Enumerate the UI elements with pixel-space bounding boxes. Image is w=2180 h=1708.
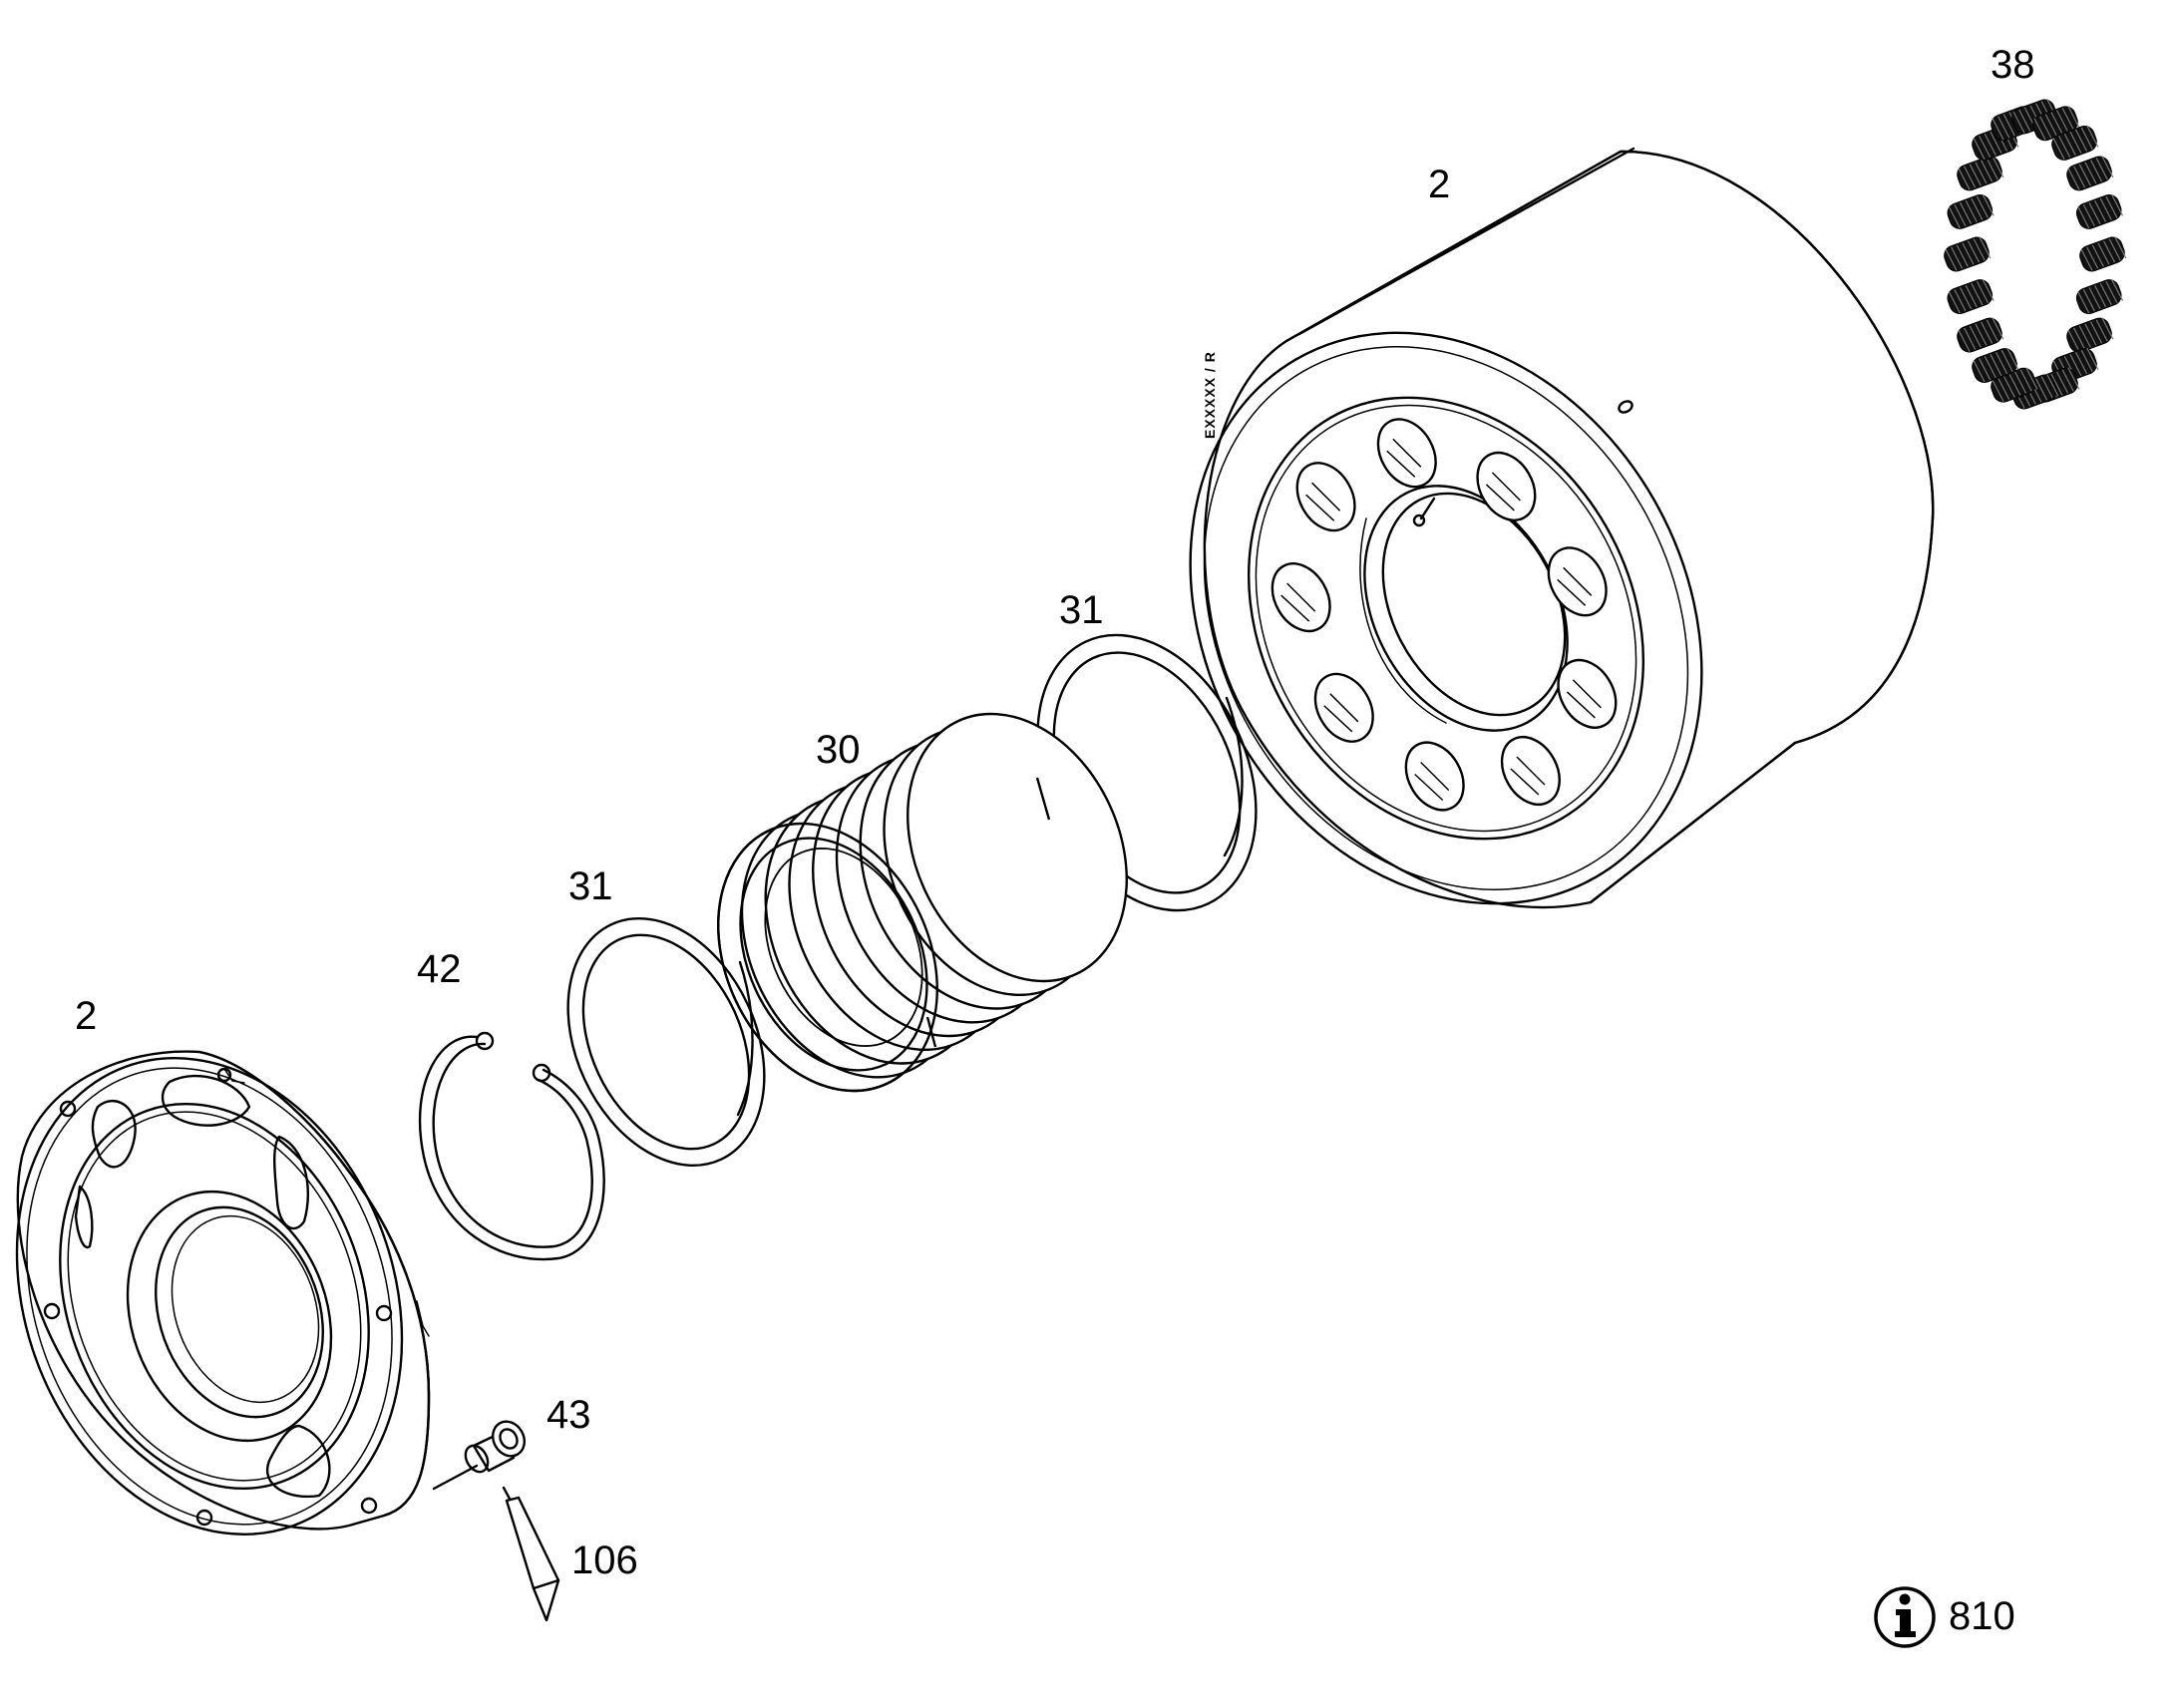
coil-spring: [2066, 317, 2114, 353]
part-31-washer-lower: [566, 916, 766, 1168]
part-stamp: EXXXXX / R: [1202, 351, 1218, 439]
piston-bore: [1547, 546, 1608, 617]
callout-106: 106: [571, 1538, 638, 1582]
piston-bore: [1404, 741, 1465, 812]
piston-bore: [1557, 658, 1618, 729]
part-2-port-plate: [15, 1050, 431, 1536]
info-value: 810: [1949, 1594, 2015, 1638]
coil-spring: [1957, 156, 2004, 191]
coil-spring: [1947, 193, 1995, 229]
callout-43: 43: [546, 1393, 591, 1437]
coil-spring: [1944, 236, 1992, 272]
coil-spring: [2075, 278, 2124, 315]
part-106-adhesive: [502, 1486, 560, 1622]
coil-spring: [1957, 317, 2004, 353]
callout-2-cylinder: 2: [1428, 163, 1450, 206]
piston-bore: [1271, 562, 1331, 633]
coil-spring: [1947, 278, 1995, 315]
callout-31-upper: 31: [1059, 588, 1104, 632]
callout-38: 38: [1991, 43, 2035, 87]
coil-spring: [2066, 156, 2114, 191]
piston-bore: [1376, 418, 1437, 489]
callout-30: 30: [816, 728, 861, 772]
part-43-pin: [432, 1420, 527, 1491]
piston-bore: [1500, 736, 1561, 806]
piston-bore: [1476, 451, 1537, 521]
coil-spring: [2079, 236, 2127, 272]
part-2-cylinder-block: EXXXXX / R: [1189, 147, 1935, 909]
info-marker: 810: [1874, 1586, 2015, 1648]
info-icon: [1874, 1586, 1936, 1648]
callout-42: 42: [417, 947, 462, 991]
part-38-spring-set: [1944, 99, 2127, 410]
callout-2-plate: 2: [75, 994, 97, 1038]
coil-spring: [1972, 347, 2019, 384]
piston-bore: [1295, 462, 1356, 532]
piston-bore: [1313, 672, 1374, 743]
part-30-spring: [717, 712, 1128, 1093]
coil-spring: [2075, 193, 2124, 229]
part-42-retaining-ring: [418, 1031, 605, 1261]
coil-spring: [2051, 125, 2099, 161]
callout-31-lower: 31: [568, 864, 613, 908]
spring-coil: [907, 712, 1128, 983]
